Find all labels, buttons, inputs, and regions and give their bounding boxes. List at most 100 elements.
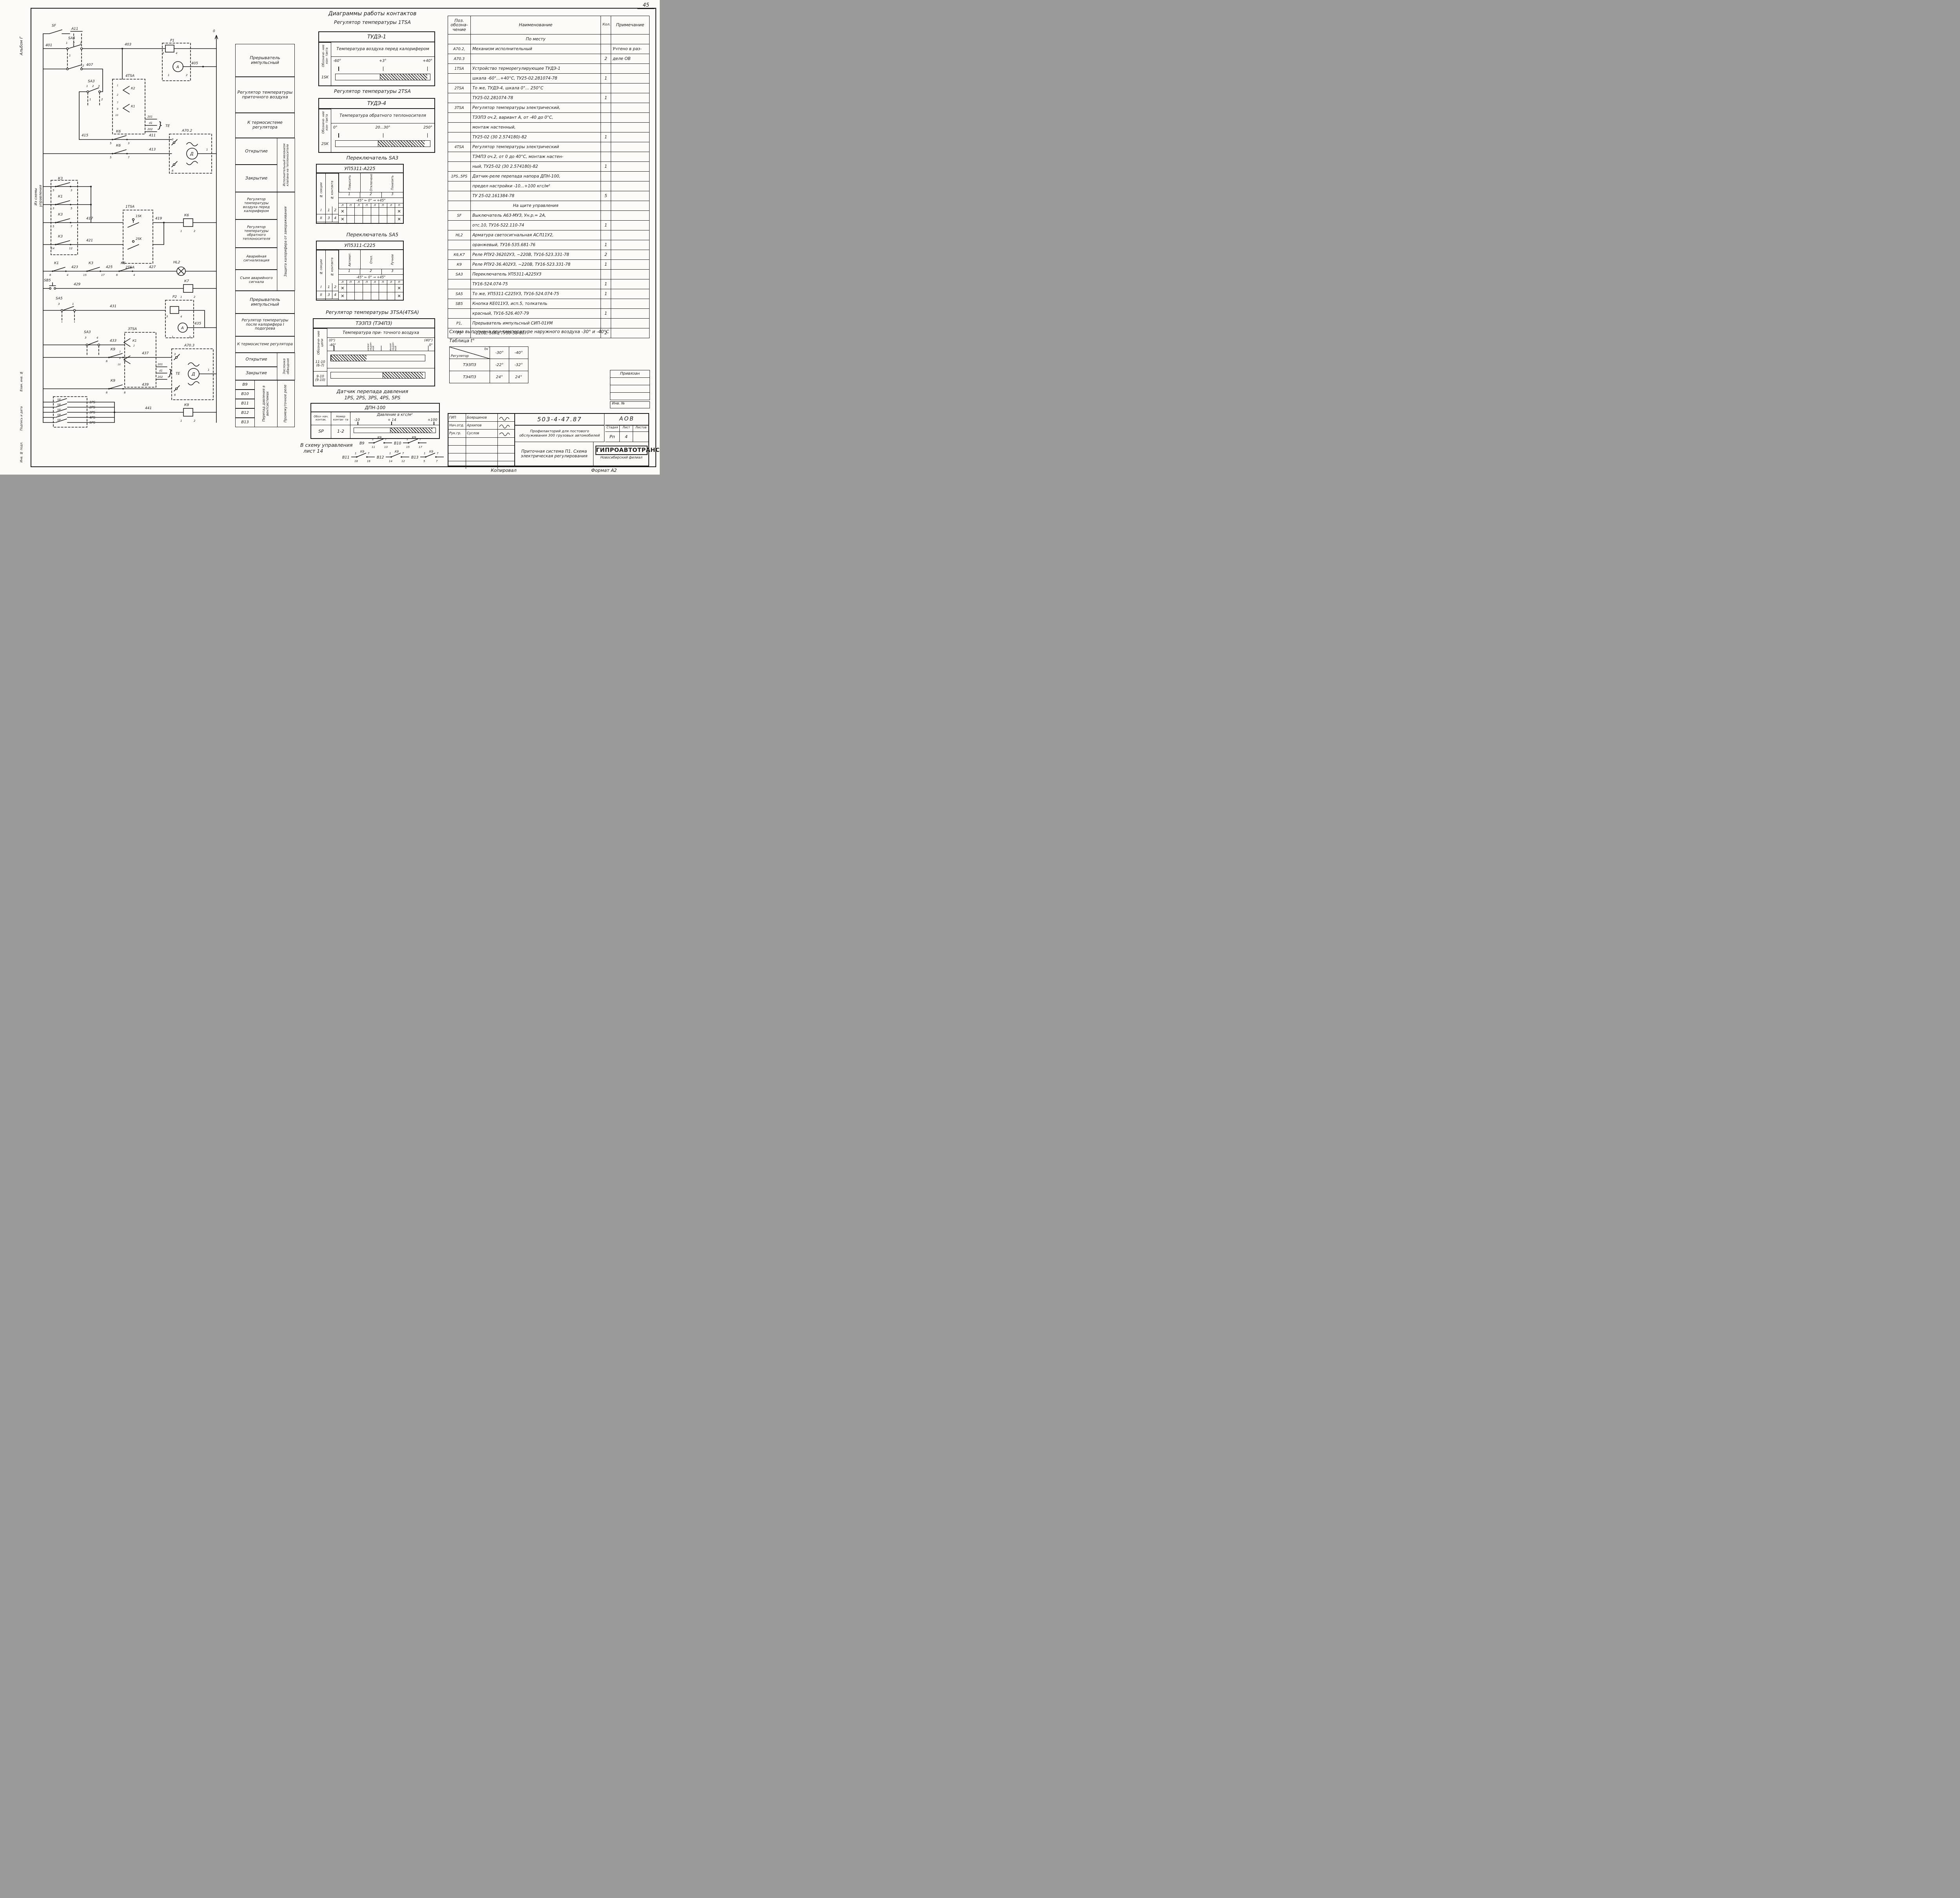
schematic-label: 5: [110, 156, 112, 159]
schematic-label: 2: [117, 94, 118, 96]
schematic-label: 2: [92, 85, 94, 88]
fc-g1-r6: Регулятор температуры воздуха перед кало…: [235, 192, 278, 219]
schematic-label: 425: [106, 265, 113, 269]
schematic-label: 4: [67, 274, 68, 277]
page-number: 45: [637, 2, 655, 9]
schematic-label: 10: [115, 114, 118, 117]
svg-text:К9: К9: [377, 436, 381, 439]
te3p3-table: ТЭЗПЗ (ТЭ4ПЗ) Обозначе- ние цепи 11-10(6…: [313, 318, 435, 386]
sheet-title: Приточная система П1. Схема электрическа…: [515, 442, 593, 466]
schematic-label: 6: [172, 169, 174, 172]
svg-text:7: 7: [402, 452, 404, 455]
svg-text:11: 11: [372, 446, 375, 449]
schematic-label: К6: [116, 144, 121, 148]
te3p3-scale: (0°) -40° ниже задан- ной выше задан- но…: [327, 338, 434, 351]
album-label: Альбом Г: [19, 36, 24, 55]
fc-b10: В10: [235, 390, 255, 399]
schematic-label: ТЕ: [176, 372, 180, 376]
svg-text:К9: К9: [412, 436, 416, 439]
schematic-label: 2: [82, 64, 84, 67]
svg-text:1: 1: [424, 452, 425, 455]
schematic-label: 2: [73, 42, 75, 45]
schematic-label: 411: [149, 134, 156, 138]
tude4-side-label: Обозначе- ние кон- такта: [319, 109, 331, 136]
svg-text:15: 15: [406, 446, 410, 449]
schematic-label: К6: [184, 214, 189, 218]
schematic-label: НL2: [173, 261, 180, 265]
schematic-label: 4: [180, 315, 182, 318]
sa3-model: УП5311-А225: [317, 165, 403, 173]
schematic-label: К3: [58, 177, 63, 181]
schematic-label: 421: [86, 239, 93, 243]
svg-text:1: 1: [372, 438, 374, 441]
fc-g2-open: Открытие: [235, 353, 278, 367]
sa3-col-section: № секции: [317, 173, 325, 207]
svg-text:В13: В13: [411, 455, 419, 460]
schematic-label: К1: [131, 105, 135, 108]
spec-row: ТЭЗПЗ оч.2, вариант А, от -40 до 0°С,: [448, 112, 650, 123]
tude1-param: Температура воздуха перед калорифером: [331, 42, 434, 57]
label-sa3: Переключатель SA3: [346, 155, 399, 161]
svg-text:7: 7: [437, 452, 439, 455]
spec-row: На щите управления: [448, 201, 650, 211]
svg-text:18: 18: [354, 460, 358, 463]
dpn-param: Давление в кгс/м²: [377, 413, 413, 417]
schematic-label: 5: [110, 142, 112, 145]
stage-block: Стадия Лист Листов Рп 4: [605, 426, 649, 442]
label-3tsa: Регулятор температуры 3TSA(4TSA): [326, 309, 419, 315]
svg-text:7: 7: [368, 452, 370, 455]
schematic-label: 407: [86, 63, 93, 67]
te3p3-param: Температура при- точного воздуха: [327, 328, 434, 338]
schematic-label: К7: [184, 279, 189, 283]
schematic-label: 1: [66, 42, 67, 45]
schematic-label: SA5: [68, 36, 75, 40]
svg-text:12: 12: [401, 460, 405, 463]
tude1-model: ТУДЭ-1: [319, 32, 434, 42]
schematic-label: К1: [132, 339, 137, 343]
schematic-label: 1PS: [89, 401, 95, 404]
schematic-label: 2: [133, 344, 135, 347]
fc-g1-close: Закрытие: [235, 165, 278, 192]
schematic-label: 6: [106, 360, 108, 363]
schematic-label: К6: [121, 261, 125, 265]
schematic-label: 1: [168, 74, 169, 77]
schematic-label: SP: [57, 413, 61, 417]
schematic-label: 1: [206, 148, 208, 151]
schematic-label: 2: [189, 335, 191, 339]
schematic-label: 427: [149, 265, 156, 269]
schematic-label: 6: [116, 274, 118, 277]
doc-number: 503-4-47.87: [515, 414, 604, 426]
schematic-terminals: [49, 47, 178, 390]
sa5-col-contact: № контакта: [326, 250, 338, 283]
dpn-scale: -10 + 14 +100: [350, 418, 439, 425]
tude4-bar: [331, 138, 434, 152]
schematic-label: 5PS: [89, 421, 95, 424]
schematic-label: 6: [174, 393, 176, 397]
tude1-scale: -60°+3°+40°: [331, 57, 434, 71]
schematic-label: К9: [111, 379, 115, 383]
te3p3-bar-2: [327, 368, 434, 386]
schematic-label: 5: [71, 207, 73, 210]
sa3-marks-0: ✕✕: [339, 208, 403, 216]
schematic-label: SA3: [84, 330, 91, 334]
schematic-label: 8: [124, 391, 126, 394]
schematic-label: 7: [119, 351, 121, 353]
schematic-label: 2PS: [89, 406, 95, 409]
svg-text:7: 7: [436, 460, 438, 463]
